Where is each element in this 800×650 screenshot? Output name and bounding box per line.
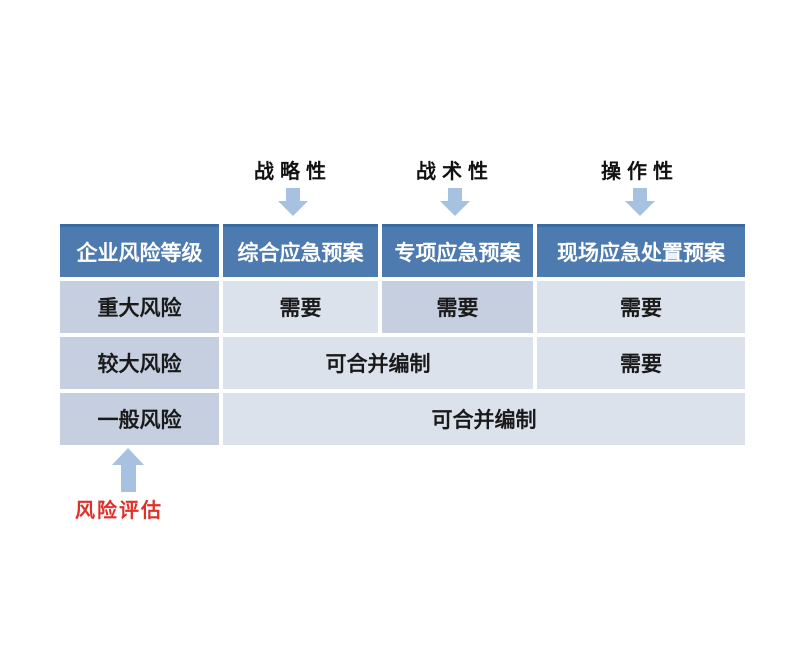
cell-major-special: 需要	[382, 281, 533, 333]
row-label-general-risk: 一般风险	[60, 393, 219, 445]
cell-major-onsite: 需要	[537, 281, 745, 333]
cell-significant-onsite: 需要	[537, 337, 745, 389]
down-arrow-operational-icon	[625, 188, 655, 216]
annotation-operational: 操作性	[575, 159, 705, 216]
header-cell-comprehensive-plan: 综合应急预案	[223, 224, 378, 277]
annotation-tactical: 战术性	[390, 159, 520, 216]
strategic-label: 战略性	[254, 159, 332, 183]
row-label-significant-risk: 较大风险	[60, 337, 219, 389]
down-arrow-tactical-icon	[440, 188, 470, 216]
annotation-strategic: 战略性	[228, 159, 358, 216]
header-cell-onsite-plan: 现场应急处置预案	[537, 224, 745, 277]
header-cell-risk-level: 企业风险等级	[60, 224, 219, 277]
cell-general-merged: 可合并编制	[223, 393, 745, 445]
cell-major-comprehensive: 需要	[223, 281, 378, 333]
down-arrow-strategic-icon	[278, 188, 308, 216]
cell-significant-merged: 可合并编制	[223, 337, 533, 389]
risk-assessment-label: 风险评估	[75, 498, 163, 522]
operational-label: 操作性	[601, 159, 679, 183]
header-cell-special-plan: 专项应急预案	[382, 224, 533, 277]
tactical-label: 战术性	[416, 159, 494, 183]
row-label-major-risk: 重大风险	[60, 281, 219, 333]
up-arrow-risk-assessment-icon	[112, 448, 144, 492]
risk-plan-table: 企业风险等级 综合应急预案 专项应急预案 现场应急处置预案 重大风险 需要 需要…	[60, 224, 745, 445]
